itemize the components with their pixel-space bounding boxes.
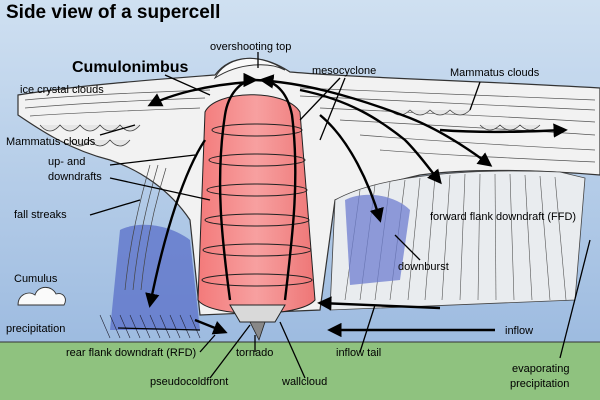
label-ffd: forward flank downdraft (FFD) (430, 211, 576, 223)
tornado-shape (249, 321, 266, 342)
label-mammatus-right: Mammatus clouds (450, 67, 540, 79)
mammatus-left-shape (39, 124, 141, 147)
label-downburst: downburst (398, 261, 449, 273)
flow-arrows (145, 72, 568, 338)
label-overshooting-top: overshooting top (210, 41, 291, 53)
ground (0, 342, 600, 400)
label-evaporating-1: evaporating (512, 363, 570, 375)
label-tornado: tornado (236, 347, 273, 359)
mammatus-right-shape (389, 109, 541, 131)
label-precipitation: precipitation (6, 323, 65, 335)
label-pseudocoldfront: pseudocoldfront (150, 376, 228, 388)
label-ice-crystal: ice crystal clouds (20, 84, 104, 96)
label-updowndrafts-2: downdrafts (48, 171, 102, 183)
label-cumulonimbus: Cumulonimbus (72, 59, 189, 76)
label-updowndrafts-1: up- and (48, 156, 85, 168)
diagram-title: Side view of a supercell (6, 2, 220, 23)
leader-lines (89, 52, 591, 379)
label-mesocyclone: mesocyclone (312, 65, 376, 77)
mesocyclone-spiral (201, 123, 313, 287)
label-inflow-tail: inflow tail (336, 347, 381, 359)
label-inflow: inflow (505, 325, 533, 337)
label-evaporating-2: precipitation (510, 378, 569, 390)
precip-streaks-left (99, 314, 201, 339)
cumulus-shape (17, 286, 66, 306)
label-cumulus: Cumulus (14, 273, 58, 285)
label-mammatus-left: Mammatus clouds (6, 136, 96, 148)
label-rfd: rear flank downdraft (RFD) (66, 347, 196, 359)
downburst-shape (345, 194, 410, 285)
wall-cloud-shape (229, 304, 286, 323)
label-wallcloud: wallcloud (281, 376, 327, 388)
overshooting-top-shape (213, 57, 286, 80)
label-fall-streaks: fall streaks (14, 209, 67, 221)
fall-streaks-shape (124, 164, 167, 291)
